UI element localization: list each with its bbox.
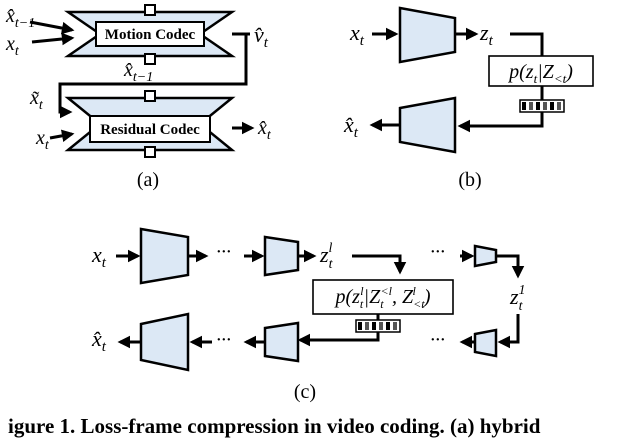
arrow-x-hat-prev-to-motion <box>29 20 75 35</box>
arrow-x-to-motion <box>31 32 75 46</box>
output-x-hat: x̂t <box>257 117 272 143</box>
latent-z: zt <box>479 20 494 49</box>
dots-3: ··· <box>216 329 231 351</box>
bitstream-c <box>355 319 401 333</box>
bitstream-to-dec2 <box>297 332 380 347</box>
dots-1: ··· <box>216 241 231 263</box>
prior-label: p(ztl|Zt<l, Z<tl) <box>333 284 430 311</box>
residual-codec-label: Residual Codec <box>100 122 200 138</box>
decoder-block-2 <box>263 321 300 363</box>
input-x-top: xt <box>5 33 20 59</box>
latent-z1: zt1 <box>509 283 525 314</box>
output-v-hat: v̂t <box>254 22 269 51</box>
zl-to-prior <box>352 254 407 275</box>
panel-a-label: (a) <box>137 169 159 191</box>
prior-box <box>312 279 454 315</box>
input-x-bottom: xt <box>35 127 50 153</box>
z-to-prior-line <box>510 32 544 56</box>
enc3-to-z1 <box>496 254 525 279</box>
output-x-hat: x̂t <box>343 112 359 141</box>
motion-codec-label-box <box>95 21 205 47</box>
encoder-block-1 <box>139 227 190 285</box>
bitstream-to-decoder-arrow <box>457 112 544 133</box>
figure-caption: igure 1. Loss-frame compression in video… <box>8 414 541 438</box>
residual-codec-bottom-notch <box>144 146 156 158</box>
panel-c-label: (c) <box>294 381 316 403</box>
arrow-x-to-residual <box>49 129 75 143</box>
bitstream-b <box>519 99 565 113</box>
residual-codec-label-box <box>89 115 211 143</box>
decoder-block-3 <box>473 328 498 358</box>
panel-b-label: (b) <box>458 169 481 191</box>
dots-2: ··· <box>430 241 445 263</box>
prior-box <box>488 55 594 87</box>
encoder-block <box>398 6 457 64</box>
input-x: xt <box>91 242 107 271</box>
motion-codec-bottom-notch <box>144 53 156 65</box>
input-x-hat-prev: x̂t−1 <box>5 5 35 31</box>
motion-codec-label: Motion Codec <box>105 27 196 43</box>
output-x-hat: x̂t <box>91 326 107 355</box>
input-x: xt <box>349 20 365 49</box>
residual-codec-top-notch <box>144 90 156 102</box>
panel-a: Motion Codec x̂t−1 xt v̂t x̂t−1 x̃t Resi… <box>5 4 272 191</box>
dots-4: ··· <box>430 329 445 351</box>
panel-c: xt ··· ztl ··· zt1 p(ztl|Zt<l, Z<tl) <box>91 227 525 403</box>
input-x-tilde: x̃t <box>29 87 44 113</box>
panel-b: xt zt p(zt|Z<t) x̂t (b) <box>343 6 594 191</box>
encoder-block-3 <box>473 244 498 268</box>
encoder-block-2 <box>263 235 300 277</box>
z1-to-dec3 <box>497 314 520 349</box>
latent-zl: ztl <box>319 241 334 272</box>
warp-path <box>58 34 248 119</box>
decoder-block <box>398 96 457 154</box>
decoder-block-1 <box>139 312 190 372</box>
motion-codec-top-notch <box>144 4 156 16</box>
